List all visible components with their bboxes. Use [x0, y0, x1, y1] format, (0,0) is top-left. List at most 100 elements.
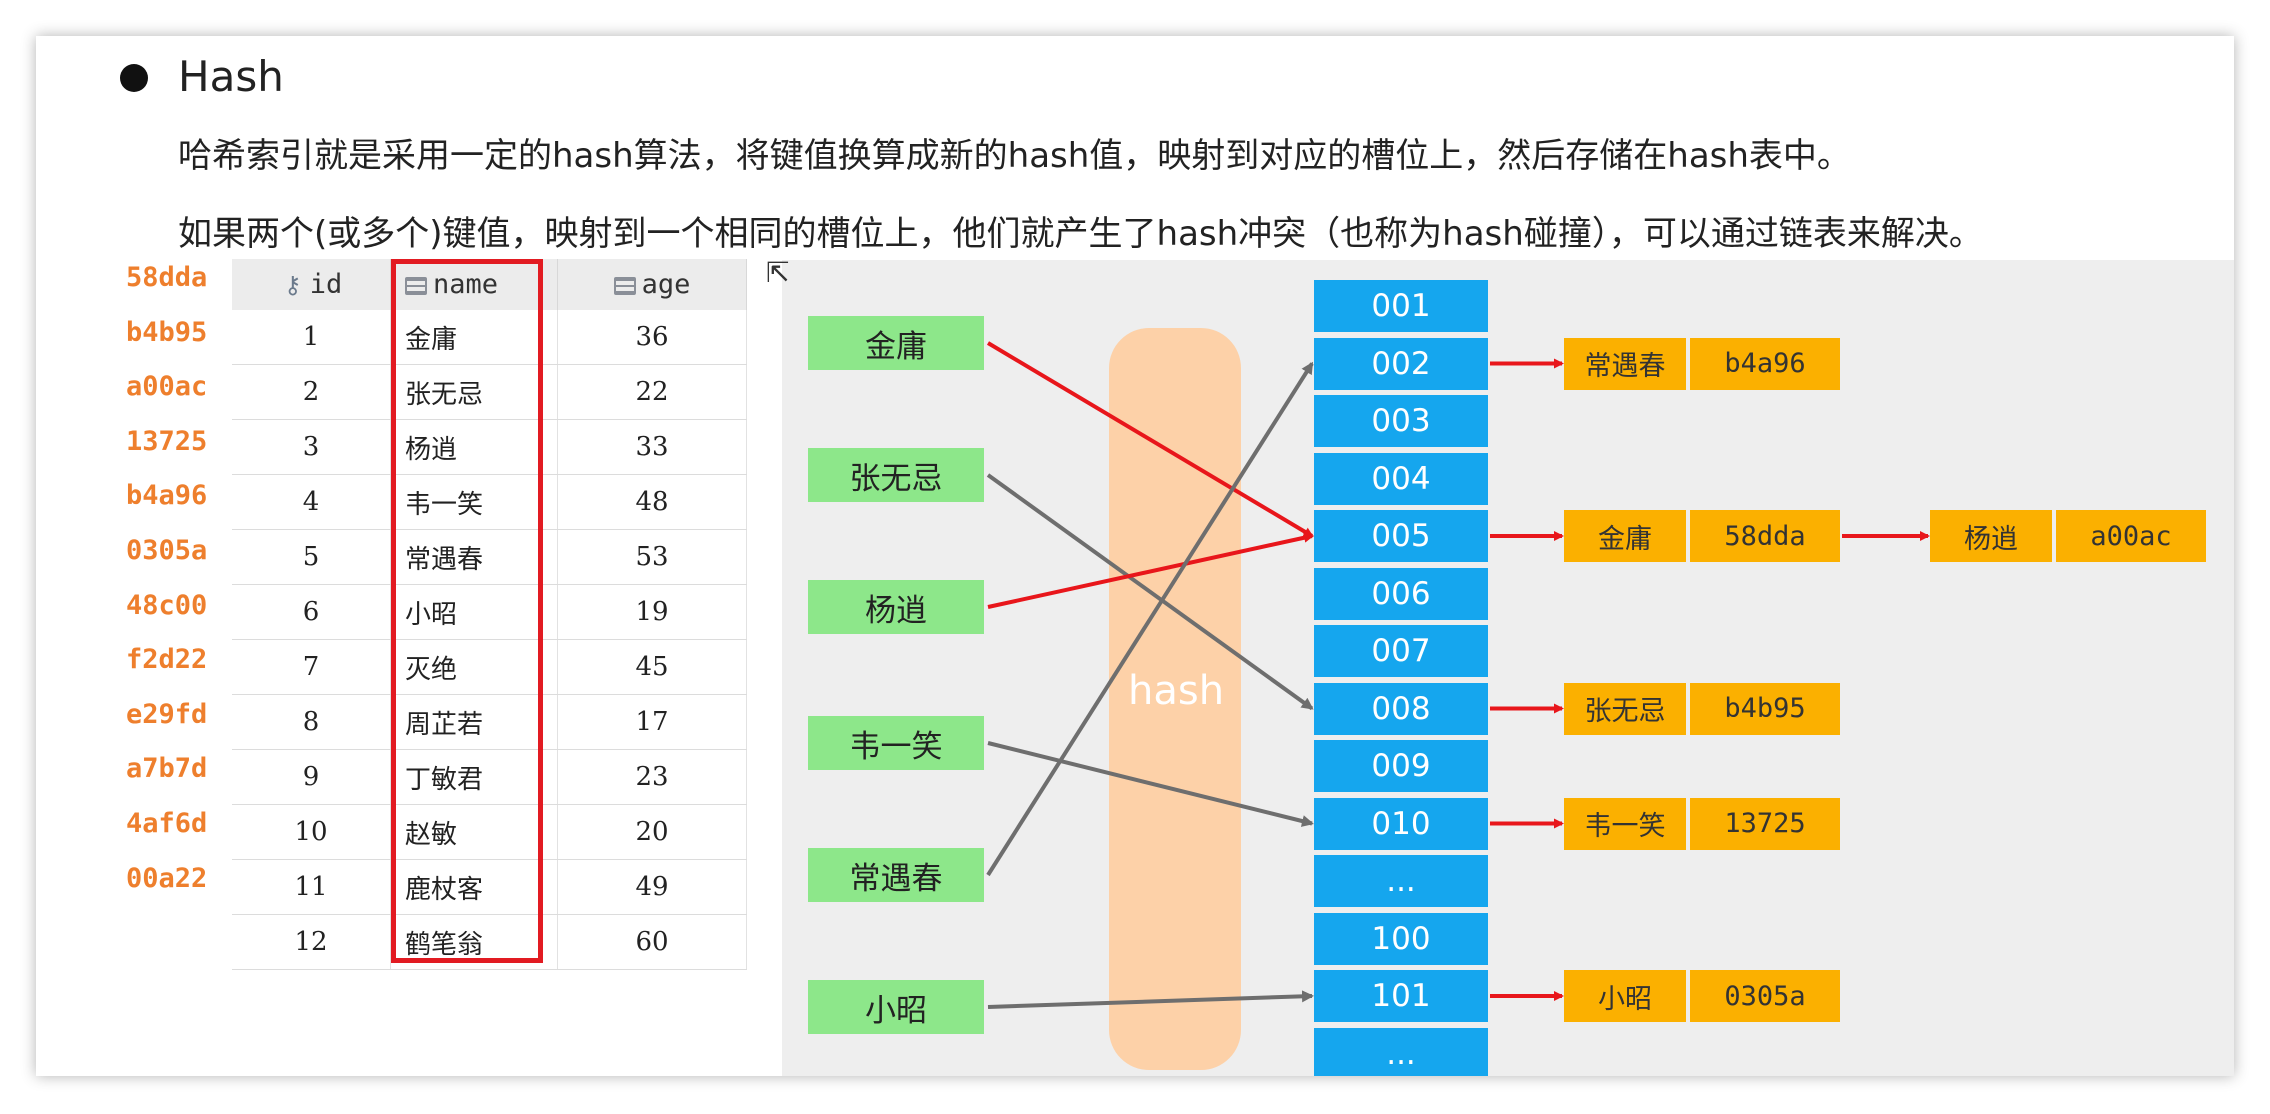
key-to-slot-arrow	[987, 741, 1314, 827]
hash-slot: 008	[1314, 682, 1488, 735]
cell-id: 10	[232, 804, 391, 860]
hash-slot: 006	[1314, 567, 1488, 620]
bucket-entry-name: 韦一笑	[1564, 797, 1686, 850]
cell-age: 53	[557, 529, 747, 585]
row-hash-value: a00ac	[126, 371, 208, 403]
bucket-entry-hash: 58dda	[1690, 510, 1840, 562]
hash-slot: 100	[1314, 912, 1488, 965]
hash-slot: 101	[1314, 970, 1488, 1022]
key-box: 杨逍	[808, 580, 984, 634]
cell-id: 7	[232, 639, 391, 695]
primary-key-icon: ⚷	[283, 271, 302, 299]
key-box: 韦一笑	[808, 716, 984, 770]
row-hash-value: 48c00	[126, 589, 208, 621]
row-hash-value: 0305a	[126, 535, 208, 566]
cell-id: 11	[232, 859, 391, 915]
bullet-icon	[120, 64, 148, 92]
key-box: 金庸	[808, 316, 984, 370]
bucket-entry-name: 常遇春	[1564, 337, 1686, 390]
hash-function-shape	[1109, 328, 1241, 1070]
cell-age: 19	[557, 584, 747, 640]
slide-title: Hash	[178, 52, 284, 101]
hash-diagram-panel	[782, 260, 2234, 1076]
cell-name: 韦一笑	[390, 474, 558, 530]
column-header-id: ⚷id	[232, 259, 391, 310]
cell-age: 22	[557, 364, 747, 420]
hash-slot: 003	[1314, 395, 1488, 447]
hash-slot: 010	[1314, 797, 1488, 850]
cell-age: 49	[557, 859, 747, 915]
cell-age: 45	[557, 639, 747, 695]
mapping-arrows	[986, 341, 1930, 1009]
cell-name: 小昭	[390, 584, 558, 640]
cell-name: 鹿杖客	[390, 859, 558, 915]
hash-slot: 005	[1314, 510, 1488, 562]
key-to-slot-arrow	[986, 473, 1314, 711]
bucket-entry-hash: b4b95	[1690, 682, 1840, 735]
cell-age: 33	[557, 419, 747, 475]
cell-age: 48	[557, 474, 747, 530]
key-to-slot-arrow	[987, 990, 1314, 1009]
cell-name: 丁敏君	[390, 749, 558, 805]
key-to-slot-arrow	[986, 361, 1314, 877]
cell-id: 1	[232, 310, 391, 365]
cell-name: 金庸	[390, 310, 558, 365]
hash-function-label: hash	[1128, 668, 1225, 714]
key-box: 常遇春	[808, 848, 984, 902]
key-to-slot-arrow	[986, 341, 1314, 538]
cell-name: 杨逍	[390, 419, 558, 475]
cell-id: 2	[232, 364, 391, 420]
hash-slot: 002	[1314, 337, 1488, 390]
cell-age: 36	[557, 310, 747, 365]
row-hash-value: f2d22	[126, 644, 208, 676]
bucket-entry-name: 金庸	[1564, 510, 1686, 562]
row-hash-value: 4af6d	[126, 808, 208, 839]
row-hash-value: e29fd	[126, 698, 208, 730]
hash-slot: ...	[1314, 1027, 1488, 1076]
name-column-highlight	[391, 259, 543, 963]
cell-name: 赵敏	[390, 804, 558, 860]
cell-id: 3	[232, 419, 391, 475]
hash-slot: ...	[1314, 855, 1488, 907]
cell-id: 6	[232, 584, 391, 640]
cell-age: 20	[557, 804, 747, 860]
column-header-age: age	[557, 259, 747, 310]
bucket-entry-hash: a00ac	[2056, 510, 2206, 562]
hash-slot: 004	[1314, 452, 1488, 505]
bucket-entry-name: 张无忌	[1564, 682, 1686, 735]
column-icon	[613, 277, 636, 295]
cell-name: 张无忌	[390, 364, 558, 420]
row-hash-value: 13725	[126, 425, 208, 457]
bucket-entry-hash: 13725	[1690, 797, 1840, 850]
cell-id: 4	[232, 474, 391, 530]
hash-slot: 009	[1314, 740, 1488, 792]
cell-age: 60	[557, 914, 747, 970]
column-header-name: name	[390, 259, 558, 310]
key-box: 小昭	[808, 980, 984, 1034]
mouse-cursor-icon: ⇱	[766, 256, 790, 289]
column-icon	[405, 277, 427, 295]
cell-name: 常遇春	[390, 529, 558, 585]
bucket-entry-name: 小昭	[1564, 970, 1686, 1022]
description-line-2: 如果两个(或多个)键值，映射到一个相同的槽位上，他们就产生了hash冲突（也称为…	[178, 214, 1983, 254]
row-hash-value: 00a22	[126, 862, 208, 894]
hash-slot: 007	[1314, 625, 1488, 677]
row-hash-value: 58dda	[126, 262, 208, 293]
bucket-entry-hash: b4a96	[1690, 337, 1840, 390]
cell-name: 灭绝	[390, 639, 558, 695]
table-header-row: ⚷id name age	[232, 259, 747, 310]
bucket-entry-name: 杨逍	[1930, 510, 2052, 562]
